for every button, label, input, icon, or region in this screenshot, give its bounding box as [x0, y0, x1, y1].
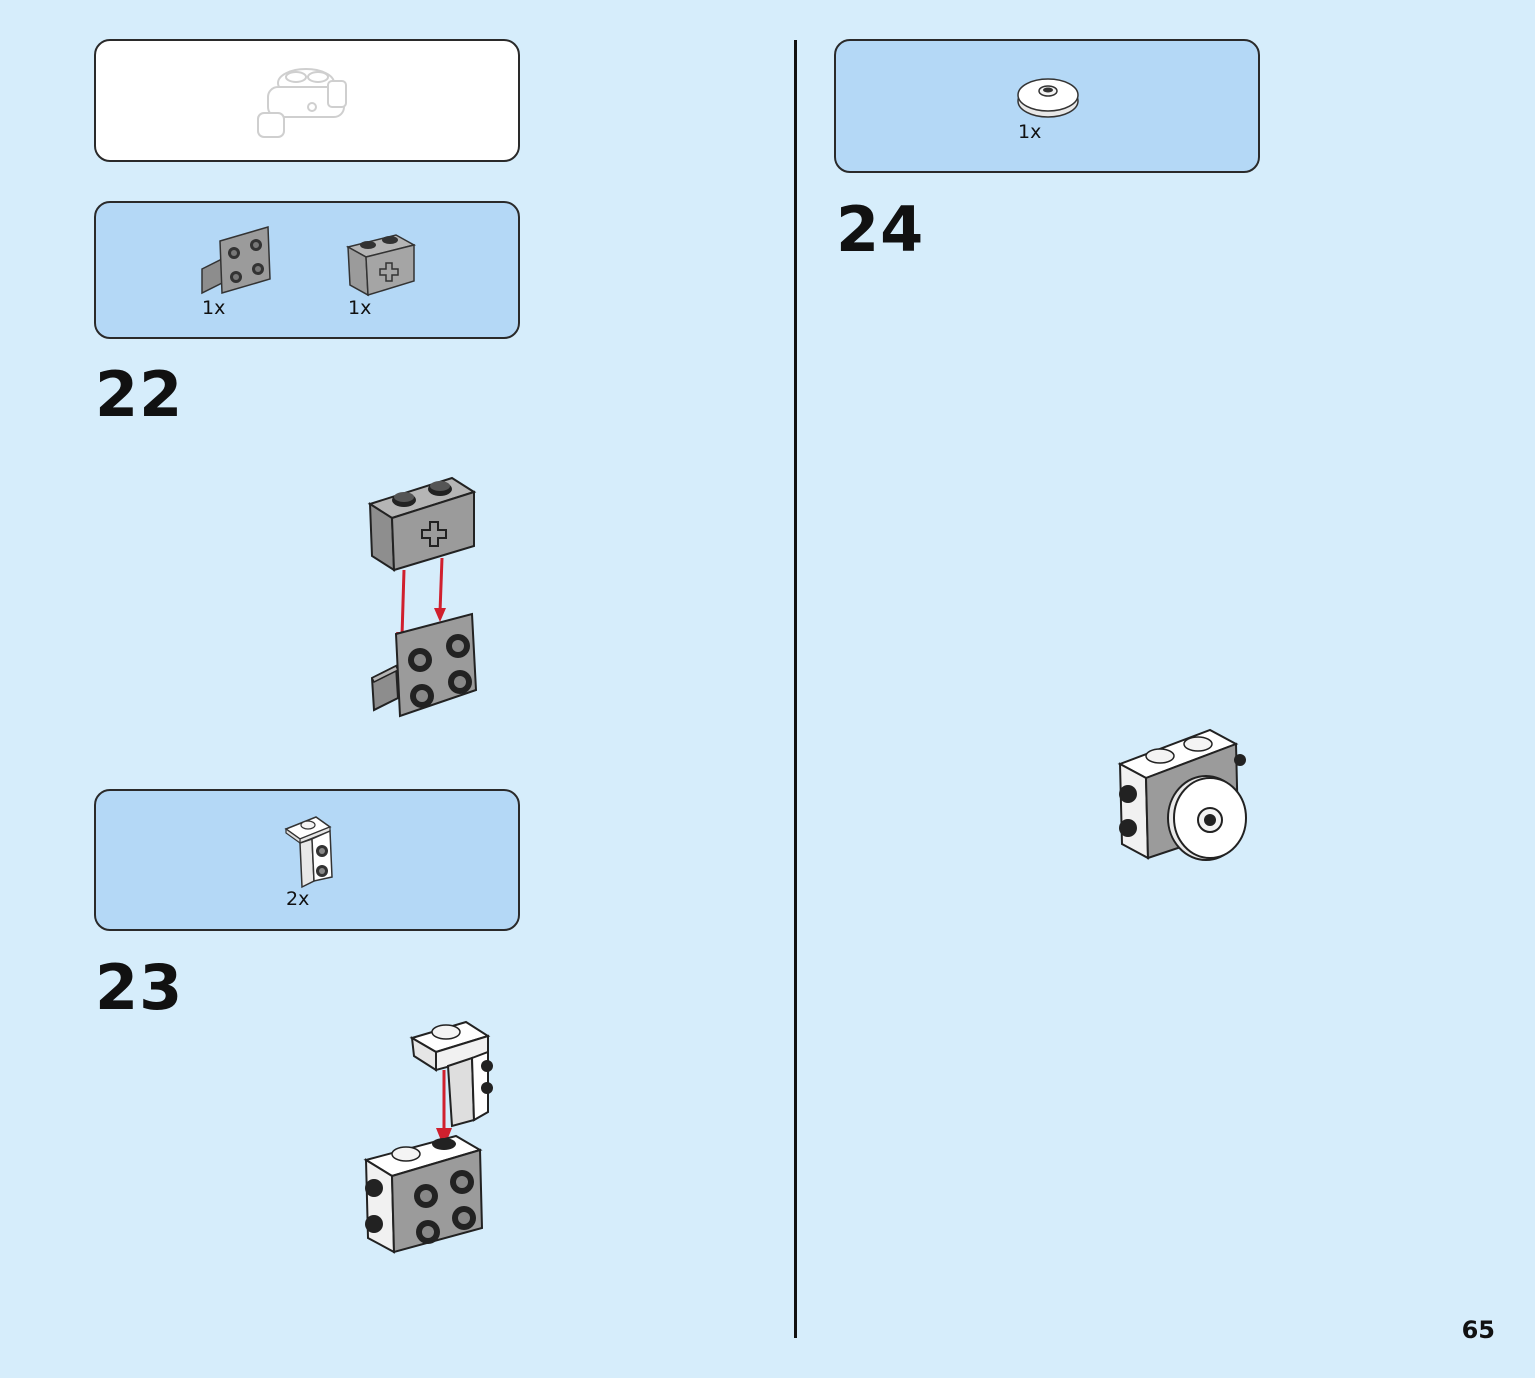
step-23-parts-panel: 2x [94, 789, 520, 931]
submodel-ghost-icon [257, 68, 347, 138]
step-24-assembly-illustration [1117, 728, 1247, 861]
step-number-24: 24 [836, 193, 925, 266]
page-number: 65 [1461, 1316, 1495, 1344]
part-quantity: 1x [1018, 121, 1042, 143]
part-quantity: 1x [202, 297, 226, 319]
step-22-assembly-illustration [367, 476, 478, 718]
round-tile-2x2-white-icon [1017, 78, 1079, 118]
submodel-preview-panel [94, 39, 520, 162]
step-23-assembly-illustration [363, 1020, 493, 1254]
technic-brick-1x2-axle-hole-gray-icon [345, 234, 417, 297]
bracket-1x2-2x2-gray-icon [201, 226, 271, 295]
bracket-1x1-1x1-white-icon [284, 816, 333, 889]
step-22-parts-panel: 1x 1x [94, 201, 520, 339]
page-divider [794, 40, 797, 1338]
step-24-parts-panel: 1x [834, 39, 1260, 173]
step-number-22: 22 [95, 358, 184, 431]
part-quantity: 1x [348, 297, 372, 319]
part-quantity: 2x [286, 888, 310, 910]
step-number-23: 23 [95, 951, 184, 1024]
